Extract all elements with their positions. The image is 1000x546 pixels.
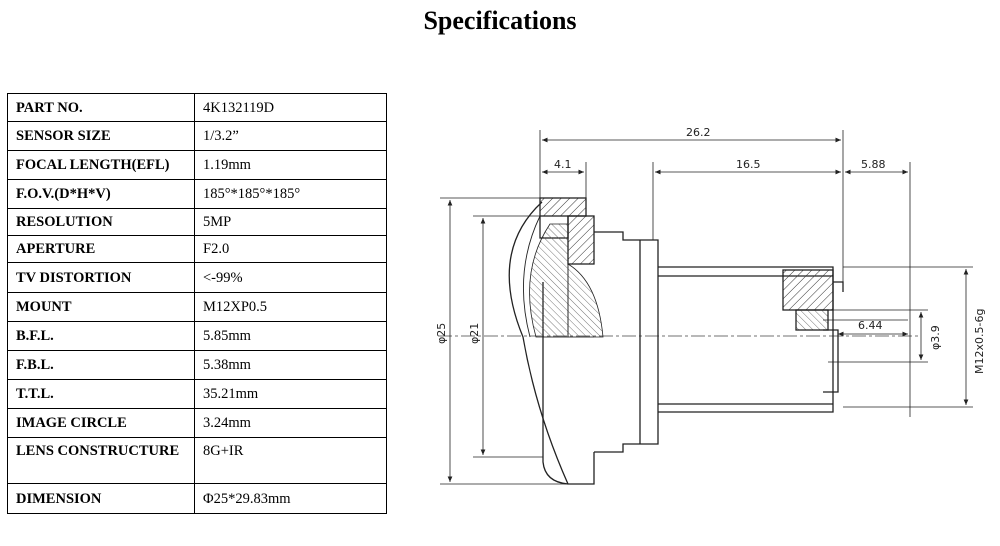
spec-key: APERTURE: [7, 235, 195, 263]
dim-dia21-label: φ21: [468, 323, 481, 344]
table-row: PART NO. 4K132119D: [7, 93, 387, 122]
lens-dimension-drawing: 26.2 4.1 16.5 5.88 6.44 φ25 φ21: [435, 126, 986, 485]
spec-key: MOUNT: [7, 292, 195, 322]
front-lens-element: [508, 201, 604, 485]
table-row: B.F.L. 5.85mm: [7, 321, 387, 351]
spec-key: F.O.V.(D*H*V): [7, 179, 195, 209]
dim-dia25: [440, 197, 568, 485]
spec-key: PART NO.: [7, 93, 195, 122]
spec-value: 5.85mm: [194, 321, 387, 351]
dim-thread: [843, 266, 973, 408]
table-row: LENS CONSTRUCTURE 8G+IR: [7, 437, 387, 484]
spec-value: 1.19mm: [194, 150, 387, 180]
dim-mid: [652, 162, 841, 240]
lens-housing: [539, 197, 844, 485]
table-row: APERTURE F2.0: [7, 235, 387, 263]
spec-value: 3.24mm: [194, 408, 387, 438]
table-row: MOUNT M12XP0.5: [7, 292, 387, 322]
spec-key: LENS CONSTRUCTURE: [7, 437, 195, 484]
page-title: Specifications: [423, 6, 577, 35]
spec-value: 185°*185°*185°: [194, 179, 387, 209]
spec-table: PART NO. 4K132119D SENSOR SIZE 1/3.2” FO…: [7, 93, 387, 514]
dim-back-label: 5.88: [861, 158, 886, 171]
spec-value: <-99%: [194, 262, 387, 293]
table-row: F.O.V.(D*H*V) 185°*185°*185°: [7, 179, 387, 209]
table-row: RESOLUTION 5MP: [7, 208, 387, 236]
spec-value: 8G+IR: [194, 437, 387, 484]
dim-inner-label: 6.44: [858, 319, 883, 332]
dim-dia25-label: φ25: [435, 323, 448, 344]
spec-value: M12XP0.5: [194, 292, 387, 322]
table-row: SENSOR SIZE 1/3.2”: [7, 121, 387, 151]
spec-value: F2.0: [194, 235, 387, 263]
table-row: F.B.L. 5.38mm: [7, 350, 387, 380]
dim-back: [845, 162, 911, 417]
spec-key: DIMENSION: [7, 483, 195, 514]
table-row: DIMENSION Φ25*29.83mm: [7, 483, 387, 514]
dim-inner: [823, 319, 908, 337]
spec-key: IMAGE CIRCLE: [7, 408, 195, 438]
spec-key: TV DISTORTION: [7, 262, 195, 293]
table-row: IMAGE CIRCLE 3.24mm: [7, 408, 387, 438]
spec-value: 1/3.2”: [194, 121, 387, 151]
table-row: T.T.L. 35.21mm: [7, 379, 387, 409]
dim-thread-label: M12x0.5-6g: [973, 309, 986, 374]
dim-dia39-label: φ3.9: [929, 325, 942, 350]
spec-key: T.T.L.: [7, 379, 195, 409]
table-row: TV DISTORTION <-99%: [7, 262, 387, 293]
spec-key: FOCAL LENGTH(EFL): [7, 150, 195, 180]
spec-key: B.F.L.: [7, 321, 195, 351]
dim-front-label: 4.1: [554, 158, 572, 171]
spec-value: 35.21mm: [194, 379, 387, 409]
table-row: FOCAL LENGTH(EFL) 1.19mm: [7, 150, 387, 180]
dim-front: [542, 162, 587, 198]
spec-value: 5MP: [194, 208, 387, 236]
dim-dia21: [473, 215, 543, 458]
spec-key: SENSOR SIZE: [7, 121, 195, 151]
dim-mid-label: 16.5: [736, 158, 761, 171]
spec-value: Φ25*29.83mm: [194, 483, 387, 514]
dim-dia39: [828, 309, 928, 363]
dim-total: [539, 130, 844, 282]
spec-key: RESOLUTION: [7, 208, 195, 236]
spec-key: F.B.L.: [7, 350, 195, 380]
spec-value: 5.38mm: [194, 350, 387, 380]
spec-value: 4K132119D: [194, 93, 387, 122]
dim-total-label: 26.2: [686, 126, 711, 139]
